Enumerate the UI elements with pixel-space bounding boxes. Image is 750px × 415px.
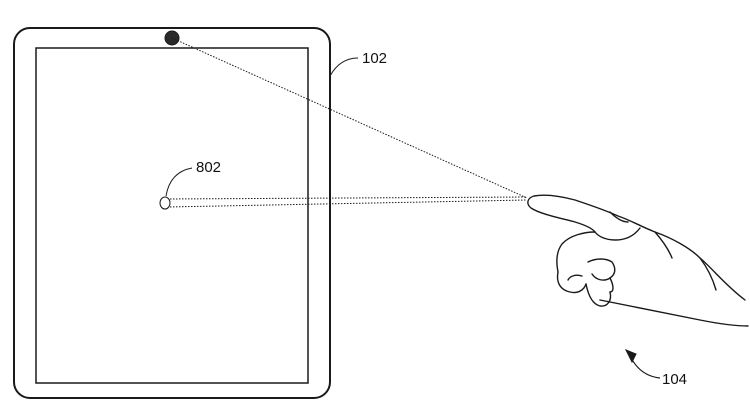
tablet-screen <box>35 47 309 384</box>
target-point-marker <box>159 196 171 210</box>
label-102: 102 <box>362 50 387 67</box>
label-802-leader <box>165 167 193 197</box>
label-104-arrowhead <box>624 349 637 364</box>
pointing-ray-lower <box>166 199 528 208</box>
label-102-leader <box>329 57 359 77</box>
label-104: 104 <box>662 371 687 388</box>
label-802: 802 <box>196 159 221 176</box>
camera-sight-line <box>171 37 528 199</box>
pointing-hand-illustration <box>527 194 749 327</box>
pointing-ray-upper <box>166 196 528 200</box>
label-104-arrow <box>629 355 661 379</box>
tablet-outer-frame <box>13 27 331 399</box>
